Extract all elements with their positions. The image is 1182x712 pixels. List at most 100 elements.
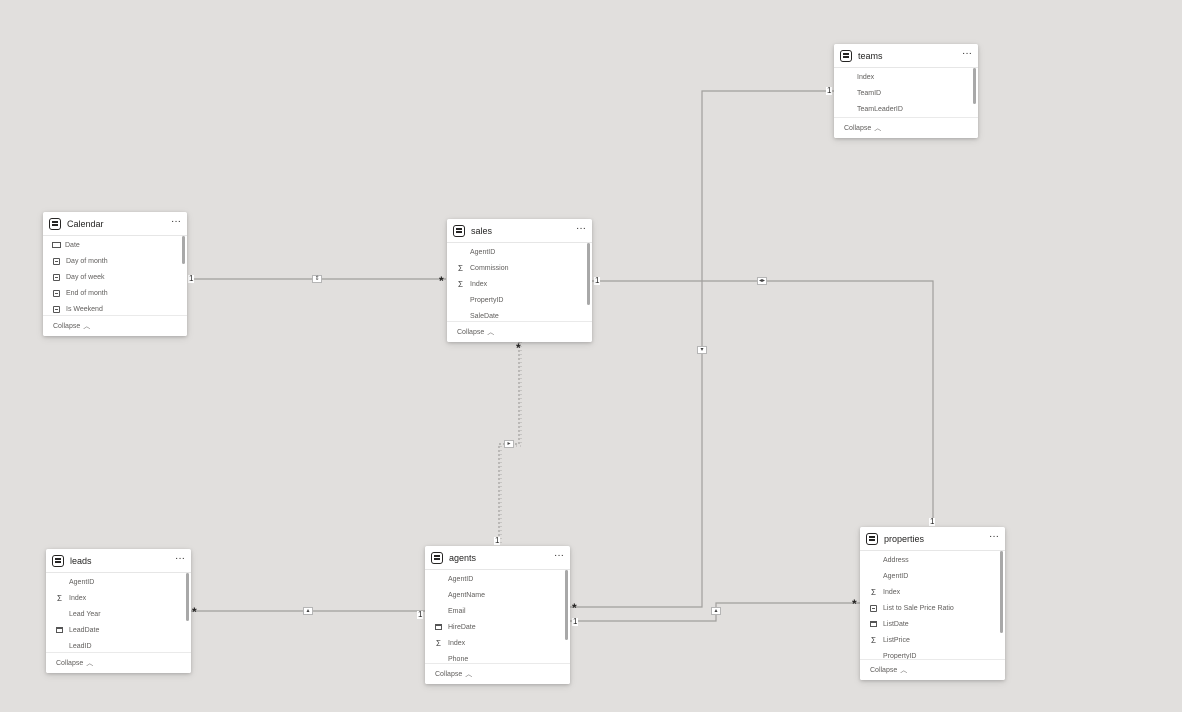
field-item[interactable]: Day of week bbox=[43, 269, 187, 285]
scrollbar[interactable] bbox=[186, 573, 189, 621]
crossfilter-down-icon[interactable]: ▾ bbox=[697, 346, 707, 354]
sigma-icon: Σ bbox=[458, 279, 463, 289]
field-item[interactable]: TeamLeaderID bbox=[857, 105, 903, 113]
scrollbar[interactable] bbox=[182, 236, 185, 264]
calculated-field-icon bbox=[53, 257, 60, 265]
collapse-button[interactable]: Collapse︿ bbox=[834, 117, 978, 138]
more-options-icon[interactable]: ··· bbox=[576, 222, 586, 234]
field-item[interactable]: LeadID bbox=[69, 642, 92, 650]
more-options-icon[interactable]: ··· bbox=[175, 552, 185, 564]
table-card-calendar[interactable]: Calendar ··· Date Day of month Day of we… bbox=[43, 212, 187, 336]
field-list[interactable]: Date Day of month Day of week End of mon… bbox=[43, 236, 187, 317]
chevron-up-icon: ︿ bbox=[86, 660, 94, 667]
cardinality-many: * bbox=[572, 601, 577, 615]
field-item[interactable]: AgentID bbox=[69, 578, 95, 586]
table-title: Calendar bbox=[67, 218, 104, 229]
chevron-up-icon: ︿ bbox=[900, 667, 908, 674]
field-item[interactable]: AgentName bbox=[448, 591, 485, 599]
crossfilter-right-icon[interactable]: ▸ bbox=[504, 440, 514, 448]
table-icon bbox=[840, 49, 852, 62]
calendar-field-icon bbox=[56, 627, 63, 633]
field-item[interactable]: PropertyID bbox=[883, 652, 917, 660]
table-icon bbox=[453, 224, 465, 237]
field-item[interactable]: Is Weekend bbox=[43, 301, 187, 317]
table-icon bbox=[431, 551, 443, 564]
table-header[interactable]: properties ··· bbox=[860, 527, 1005, 551]
field-item[interactable]: ListDate bbox=[860, 616, 1005, 632]
field-item[interactable]: AgentID bbox=[448, 575, 474, 583]
crossfilter-up-icon[interactable]: ▴ bbox=[303, 607, 313, 615]
scrollbar[interactable] bbox=[565, 570, 568, 640]
relationship-sales-properties bbox=[592, 280, 934, 526]
table-card-agents[interactable]: agents ··· AgentID AgentName Email HireD… bbox=[425, 546, 570, 684]
table-title: leads bbox=[70, 555, 92, 566]
cardinality-one: 1 bbox=[826, 86, 833, 95]
field-item[interactable]: SaleDate bbox=[470, 312, 499, 320]
table-header[interactable]: sales ··· bbox=[447, 219, 592, 243]
crossfilter-both-icon[interactable]: ◂▸ bbox=[757, 277, 767, 285]
collapse-button[interactable]: Collapse︿ bbox=[447, 321, 592, 342]
field-item[interactable]: Index bbox=[857, 73, 875, 81]
chevron-up-icon: ︿ bbox=[465, 671, 473, 678]
field-item[interactable]: TeamID bbox=[857, 89, 882, 97]
field-list[interactable]: Index TeamID TeamLeaderID bbox=[834, 68, 978, 117]
collapse-button[interactable]: Collapse︿ bbox=[43, 315, 187, 336]
field-item[interactable]: AgentID bbox=[883, 572, 909, 580]
table-card-teams[interactable]: teams ··· Index TeamID TeamLeaderID Coll… bbox=[834, 44, 978, 138]
cardinality-one: 1 bbox=[494, 536, 501, 545]
more-options-icon[interactable]: ··· bbox=[171, 215, 181, 227]
field-item[interactable]: HireDate bbox=[425, 619, 570, 635]
field-item[interactable]: PropertyID bbox=[470, 296, 504, 304]
field-item[interactable]: Phone bbox=[448, 655, 469, 663]
table-header[interactable]: teams ··· bbox=[834, 44, 978, 68]
table-header[interactable]: Calendar ··· bbox=[43, 212, 187, 236]
sigma-icon: Σ bbox=[436, 638, 441, 648]
scrollbar[interactable] bbox=[587, 243, 590, 305]
cardinality-many: * bbox=[516, 341, 521, 355]
field-item[interactable]: List to Sale Price Ratio bbox=[860, 600, 1005, 616]
field-item[interactable]: End of month bbox=[43, 285, 187, 301]
id-field-icon bbox=[52, 242, 61, 248]
scrollbar[interactable] bbox=[973, 68, 976, 104]
cardinality-one: 1 bbox=[417, 610, 424, 619]
table-icon bbox=[866, 532, 878, 545]
more-options-icon[interactable]: ··· bbox=[989, 530, 999, 542]
field-item[interactable]: Lead Year bbox=[69, 610, 101, 618]
table-icon bbox=[49, 217, 61, 230]
table-header[interactable]: leads ··· bbox=[46, 549, 191, 573]
collapse-button[interactable]: Collapse︿ bbox=[425, 663, 570, 684]
collapse-button[interactable]: Collapse︿ bbox=[46, 652, 191, 673]
collapse-button[interactable]: Collapse︿ bbox=[860, 659, 1005, 680]
table-title: sales bbox=[471, 225, 493, 236]
field-item[interactable]: Email bbox=[448, 607, 466, 615]
crossfilter-up-icon[interactable]: ▴ bbox=[711, 607, 721, 615]
more-options-icon[interactable]: ··· bbox=[554, 549, 564, 561]
sigma-icon: Σ bbox=[871, 635, 876, 645]
field-item[interactable]: AgentID bbox=[470, 248, 496, 256]
chevron-up-icon: ︿ bbox=[83, 323, 91, 330]
more-options-icon[interactable]: ··· bbox=[962, 47, 972, 59]
field-item[interactable]: Address bbox=[883, 556, 909, 564]
table-title: properties bbox=[884, 533, 925, 544]
cardinality-many: * bbox=[192, 605, 197, 619]
table-header[interactable]: agents ··· bbox=[425, 546, 570, 570]
field-item[interactable]: Day of month bbox=[43, 253, 187, 269]
crossfilter-both-icon[interactable]: ⇕ bbox=[312, 275, 322, 283]
field-item[interactable]: LeadDate bbox=[46, 622, 191, 638]
field-item[interactable]: Date bbox=[43, 237, 187, 253]
scrollbar[interactable] bbox=[1000, 551, 1003, 633]
